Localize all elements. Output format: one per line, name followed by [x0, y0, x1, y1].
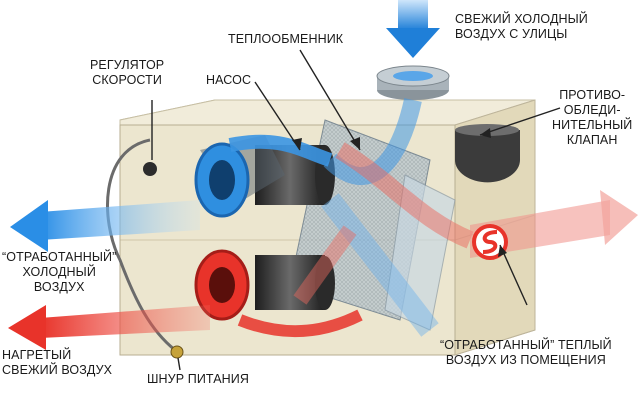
label-power-cord: ШНУР ПИТАНИЯ: [147, 372, 249, 387]
label-heat-exchanger: ТЕПЛООБМЕННИК: [228, 32, 343, 47]
fresh-air-inlet-collar: [377, 66, 449, 100]
fresh-air-inlet-arrow: [386, 0, 440, 58]
label-exhaust-cold-air: “ОТРАБОТАННЫЙ” ХОЛОДНЫЙ ВОЗДУХ: [2, 250, 116, 295]
label-antifreeze-valve: ПРОТИВО- ОБЛЕДИ- НИТЕЛЬНЫЙ КЛАПАН: [552, 88, 632, 148]
cold-air-blower: [196, 135, 335, 216]
label-fresh-cold-air: СВЕЖИЙ ХОЛОДНЫЙ ВОЗДУХ С УЛИЦЫ: [455, 12, 588, 42]
label-speed-regulator: РЕГУЛЯТОР СКОРОСТИ: [90, 58, 164, 88]
label-pump: НАСОС: [206, 73, 251, 88]
speed-regulator-knob: [143, 162, 157, 176]
leader-power-cord: [178, 358, 180, 370]
label-heated-fresh-air: НАГРЕТЫЙ СВЕЖИЙ ВОЗДУХ: [2, 348, 112, 378]
label-exhaust-warm-air: “ОТРАБОТАННЫЙ” ТЕПЛЫЙ ВОЗДУХ ИЗ ПОМЕЩЕНИ…: [440, 338, 612, 368]
power-plug: [171, 346, 183, 358]
